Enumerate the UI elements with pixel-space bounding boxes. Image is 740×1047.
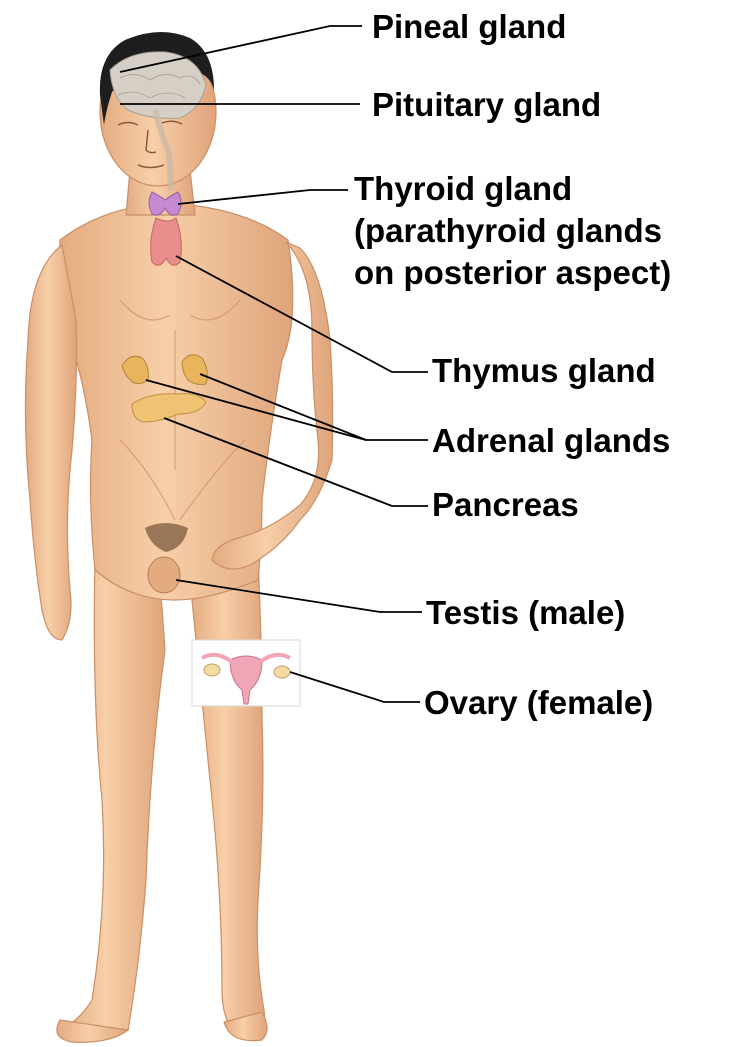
label-thymus-gland: Thymus gland xyxy=(432,352,656,390)
ovary-right-organ xyxy=(274,666,290,678)
label-thyroid-line-3: on posterior aspect) xyxy=(354,252,671,294)
label-pancreas: Pancreas xyxy=(432,486,579,524)
label-adrenal-glands: Adrenal glands xyxy=(432,422,670,460)
left-leg xyxy=(58,560,165,1036)
label-pineal-gland: Pineal gland xyxy=(372,8,566,46)
label-thyroid-line-2: (parathyroid glands xyxy=(354,210,671,252)
thymus-organ xyxy=(151,218,182,265)
left-arm xyxy=(25,245,76,640)
label-thyroid-gland: Thyroid gland (parathyroid glands on pos… xyxy=(354,168,671,294)
leader-line-thyroid xyxy=(178,190,348,204)
label-thyroid-line-1: Thyroid gland xyxy=(354,168,671,210)
ovary-left-organ xyxy=(204,664,220,676)
label-pituitary-gland: Pituitary gland xyxy=(372,86,601,124)
testis-organ xyxy=(148,557,180,593)
leader-line-ovary xyxy=(290,672,420,702)
label-testis: Testis (male) xyxy=(426,594,625,632)
ovary-inset xyxy=(192,640,300,706)
label-ovary: Ovary (female) xyxy=(424,684,653,722)
right-leg xyxy=(190,560,264,1034)
